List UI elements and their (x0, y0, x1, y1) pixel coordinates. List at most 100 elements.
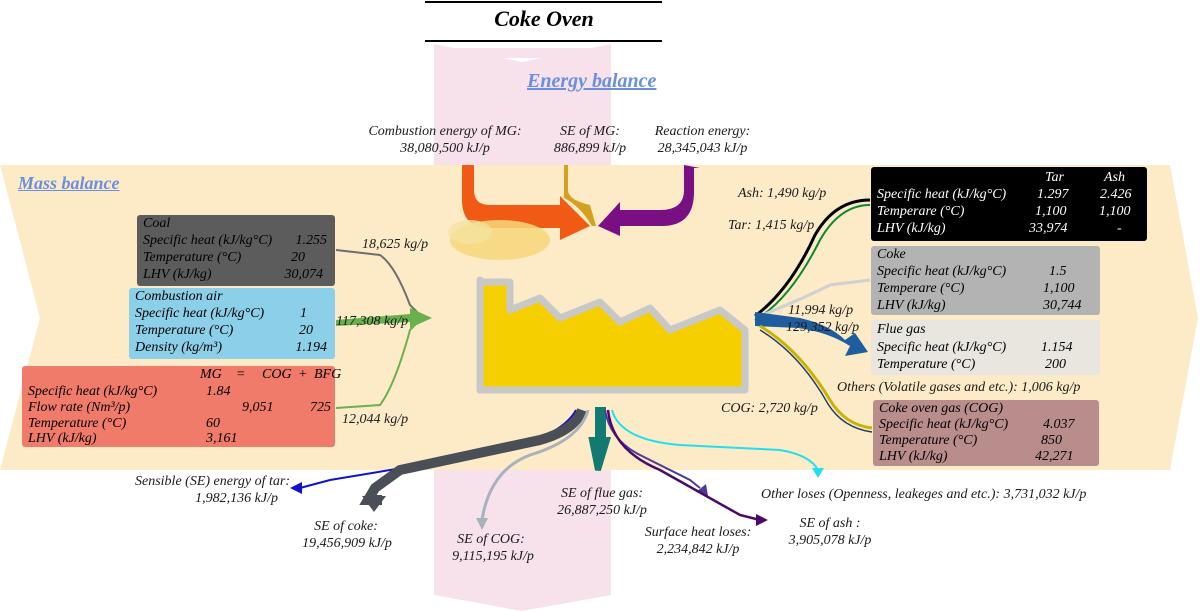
combustion-energy-label: Combustion energy of MG: (368, 124, 522, 139)
combustion-air-box: Combustion air Specific heat (kJ/kg°C) 1… (129, 288, 335, 359)
other-loss-label: Other loses (Openness, leakeges and etc.… (761, 487, 1087, 502)
se-ash-value: 3,905,078 kJ/p (788, 533, 872, 548)
se-coke-value: 19,456,909 kJ/p (302, 536, 392, 551)
bfg-col-header: BFG (314, 367, 342, 382)
cog-col-header: COG (262, 367, 292, 382)
mg-value: 1.84 (206, 384, 231, 399)
se-flue-arrow (588, 407, 612, 471)
coke-output-label: 11,994 kg/p (788, 303, 854, 318)
coal-label: Temperature (°C) (143, 250, 242, 265)
other-loss-arrowhead (812, 468, 824, 478)
cog-title: Coke oven gas (COG) (879, 401, 1004, 416)
flue-value: 1.154 (1041, 340, 1073, 355)
coke-value: 30,744 (1043, 298, 1082, 313)
coke-value: 1.5 (1049, 264, 1067, 279)
se-tar-label: Sensible (SE) energy of tar: (135, 474, 290, 489)
mg-flow-line (335, 319, 421, 409)
se-mg-arrow (564, 165, 596, 226)
se-cog-label: SE of COG: (457, 532, 525, 547)
air-label: Specific heat (kJ/kg°C) (135, 306, 265, 321)
combustion-energy-value: 38,080,500 kJ/p (400, 141, 490, 156)
reaction-energy-label: Reaction energy: (654, 124, 751, 139)
ash-value: - (1117, 221, 1122, 236)
coal-value: 30,074 (284, 267, 324, 282)
mg-plus-sign: + (298, 367, 308, 382)
reaction-arrow (598, 165, 700, 236)
tar-output-label: Tar: 1,415 kg/p (728, 218, 815, 233)
tar-ash-label: Specific heat (kJ/kg°C) (877, 187, 1007, 202)
se-coke-label: SE of coke: (314, 519, 378, 534)
energy-band-top (434, 44, 611, 165)
tar-ash-label: LHV (kJ/kg) (877, 221, 946, 236)
coke-label: Specific heat (kJ/kg°C) (877, 264, 1007, 279)
reaction-energy-value: 28,345,043 kJ/p (657, 141, 748, 156)
energy-band-bottom (434, 470, 611, 611)
air-flow-arrow (336, 308, 432, 328)
mg-eq-sign: = (236, 367, 246, 382)
tar-value: 1,100 (1035, 204, 1067, 219)
cog-label: Specific heat (kJ/kg°C) (879, 417, 1009, 432)
header-rule-top (425, 1, 662, 3)
air-value: 1 (300, 306, 307, 321)
cog-box-value: 850 (1041, 433, 1062, 448)
air-flow-value: 117,308 kg/p (336, 314, 409, 329)
mg-col-header: MG (200, 367, 222, 382)
flue-gas-box: Flue gas Specific heat (kJ/kg°C) 1.154 T… (871, 320, 1100, 375)
se-ash-arrowhead (756, 514, 768, 526)
coal-label: LHV (kJ/kg) (143, 267, 212, 282)
coke-value: 1,100 (1043, 281, 1075, 296)
tar-ash-box: Tar Ash Specific heat (kJ/kg°C) 1.297 2.… (871, 167, 1147, 241)
cog-output-label: COG: 2,720 kg/p (721, 401, 818, 416)
mg-value: 3,161 (206, 431, 238, 446)
ash-value: 2.426 (1100, 187, 1132, 202)
other-loss-arrow (611, 409, 819, 471)
se-cog-value: 9,115,195 kJ/p (452, 549, 534, 564)
air-label: Density (kg/m³) (135, 340, 223, 355)
coke-title: Coke (877, 247, 906, 262)
surface-loss-value: 2,234,842 kJ/p (656, 542, 740, 557)
se-cog-arrowhead (476, 518, 488, 530)
others-output-label: Others (Volatile gases and etc.): 1,006 … (837, 380, 1081, 395)
coal-value: 20 (291, 250, 305, 265)
mg-label: Flow rate (Nm³/p) (28, 400, 131, 415)
tar-col-header: Tar (1045, 170, 1064, 185)
se-mg-value: 886,899 kJ/p (553, 141, 627, 156)
flue-output-label: 129,352 kg/p (786, 320, 860, 335)
se-cog-arrow (480, 409, 590, 521)
se-coke-arrow (359, 407, 587, 505)
ash-flow-line (754, 204, 871, 321)
cog-flow-line-dark (759, 329, 873, 433)
se-ash-label: SE of ash : (799, 516, 861, 531)
se-mg-label: SE of MG: (560, 124, 620, 139)
mg-label: Specific heat (kJ/kg°C) (28, 384, 158, 399)
coal-value: 1.255 (295, 233, 328, 248)
flue-label: Temperature (°C) (877, 357, 976, 372)
air-label: Temperature (°C) (135, 323, 234, 338)
se-ash-arrow (606, 409, 761, 522)
bfg-value: 725 (310, 400, 331, 415)
tar-value: 1.297 (1037, 187, 1069, 202)
ash-value: 1,100 (1099, 204, 1131, 219)
ash-output-label: Ash: 1,490 kg/p (738, 186, 827, 201)
se-tar-arrowhead (290, 482, 302, 494)
mg-value: 60 (206, 416, 220, 431)
flue-label: Specific heat (kJ/kg°C) (877, 340, 1007, 355)
cog-label: LHV (kJ/kg) (879, 449, 948, 464)
flue-title: Flue gas (877, 322, 926, 337)
coal-title: Coal (143, 216, 171, 231)
cog-flow-line (759, 324, 873, 430)
se-flue-label: SE of flue gas: (560, 486, 644, 501)
mg-label: LHV (kJ/kg) (28, 431, 97, 446)
se-coke-arrowhead (362, 496, 386, 512)
cog-box-value: 4.037 (1043, 417, 1075, 432)
tar-value: 33,974 (1029, 221, 1068, 236)
ash-col-header: Ash (1104, 170, 1125, 185)
coal-box: Coal Specific heat (kJ/kg°C) 1.255 Tempe… (137, 215, 335, 286)
coke-oven (476, 276, 749, 394)
coal-label: Specific heat (kJ/kg°C) (143, 233, 273, 248)
flue-value: 200 (1045, 357, 1066, 372)
coal-flow-line (335, 249, 421, 316)
mass-balance-label: Mass balance (18, 173, 120, 193)
coke-label: Temperare (°C) (877, 281, 965, 296)
coke-oven-gas-box: Coke oven gas (COG) Specific heat (kJ/kg… (873, 400, 1099, 466)
